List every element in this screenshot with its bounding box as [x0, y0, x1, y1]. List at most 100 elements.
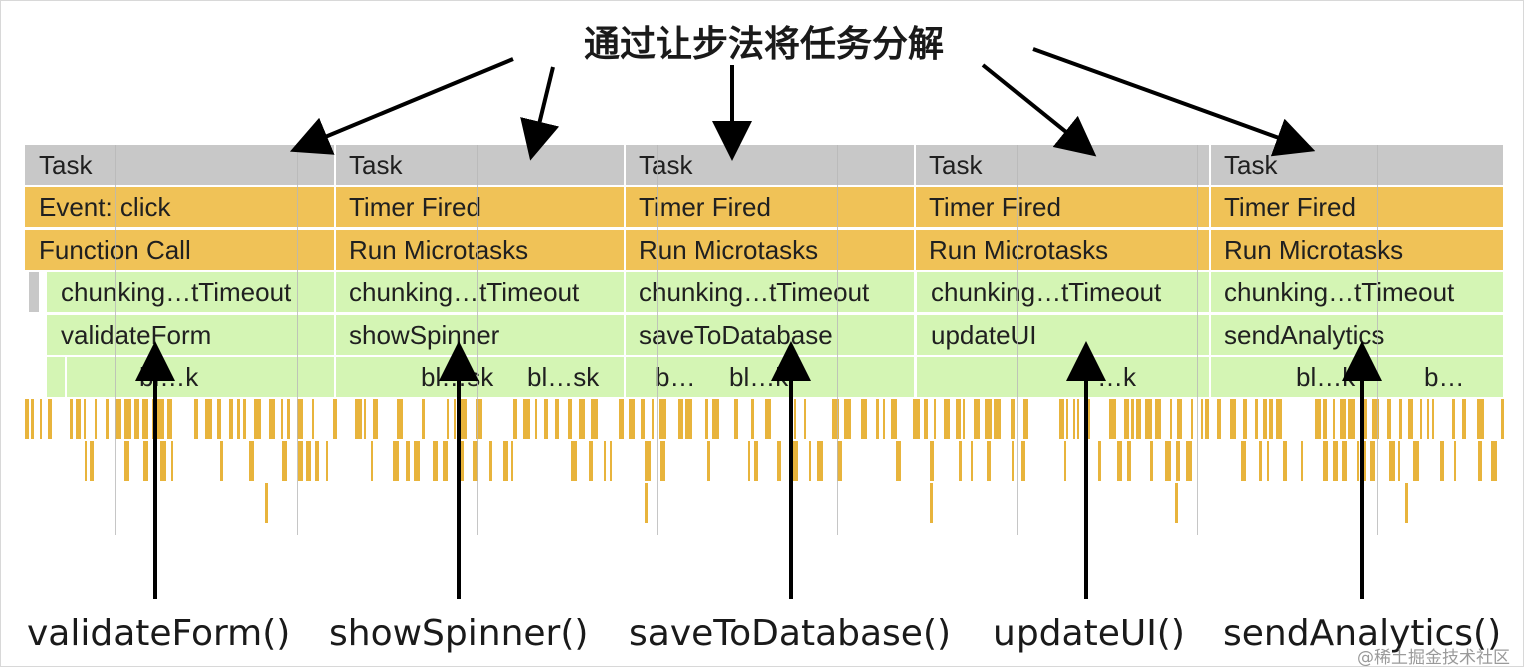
stack-stripe: [1387, 399, 1391, 439]
stack-stripe: [106, 399, 109, 439]
stack-stripe: [1136, 399, 1141, 439]
chunk-bar[interactable]: chunking…tTimeout: [47, 272, 335, 312]
func-bar[interactable]: saveToDatabase: [625, 315, 915, 355]
stack-stripe: [1372, 399, 1379, 439]
chunk-bar[interactable]: chunking…tTimeout: [625, 272, 915, 312]
block-bar-group[interactable]: bl…k: [47, 357, 335, 397]
stack-stripe: [896, 441, 901, 481]
stack-stripe: [544, 399, 548, 439]
stack-stripe: [454, 399, 456, 439]
stack-stripe: [473, 441, 478, 481]
stack-stripe: [1217, 399, 1221, 439]
task-bar[interactable]: Task: [335, 145, 625, 185]
column-separator: [914, 145, 916, 399]
event-bar[interactable]: Event: click: [25, 187, 335, 227]
stack-stripe: [1315, 399, 1321, 439]
stack-stripe: [930, 483, 933, 523]
stack-stripe: [76, 399, 81, 439]
block-bar-group[interactable]: b… bl…k: [625, 357, 915, 397]
stack-stripe: [1501, 399, 1504, 439]
stack-stripe: [751, 399, 754, 439]
stack-stripe: [1413, 441, 1419, 481]
task-bar[interactable]: Task: [915, 145, 1210, 185]
stack-stripe: [1117, 441, 1122, 481]
arrow-down: [520, 66, 560, 161]
call-bar[interactable]: Run Microtasks: [915, 230, 1210, 270]
stack-stripe: [748, 441, 750, 481]
func-row: validateForm showSpinner saveToDatabase …: [25, 315, 1503, 357]
stack-stripe: [1186, 441, 1192, 481]
stack-stripe: [142, 399, 148, 439]
stack-stripe: [1205, 399, 1209, 439]
call-bar[interactable]: Run Microtasks: [1210, 230, 1503, 270]
stack-stripe: [312, 399, 314, 439]
stack-stripe: [789, 399, 792, 439]
stack-stripe: [503, 441, 508, 481]
stack-stripe: [579, 399, 585, 439]
stack-stripe: [1077, 399, 1079, 439]
block-label: b…: [655, 362, 696, 392]
block-bar-group[interactable]: bl…sk bl…sk: [335, 357, 625, 397]
func-bar[interactable]: updateUI: [917, 315, 1210, 355]
task-bar[interactable]: Task: [625, 145, 915, 185]
block-bar-group[interactable]: bl…k b…: [1210, 357, 1503, 397]
event-bar[interactable]: Timer Fired: [915, 187, 1210, 227]
event-bar[interactable]: Timer Fired: [335, 187, 625, 227]
chunk-bar[interactable]: chunking…tTimeout: [335, 272, 625, 312]
stack-stripe: [974, 399, 980, 439]
func-bar[interactable]: showSpinner: [335, 315, 625, 355]
event-bar[interactable]: Timer Fired: [625, 187, 915, 227]
small-task-bar[interactable]: [29, 272, 39, 312]
stack-stripe: [143, 441, 148, 481]
event-bar[interactable]: Timer Fired: [1210, 187, 1503, 227]
grid-line: [297, 145, 298, 535]
stack-stripe: [48, 399, 52, 439]
task-bar[interactable]: Task: [1210, 145, 1503, 185]
stack-stripe: [447, 399, 449, 439]
bottom-label: updateUI(): [993, 613, 1185, 654]
stack-stripe: [987, 441, 991, 481]
call-bar[interactable]: Run Microtasks: [335, 230, 625, 270]
stack-stripe: [1462, 399, 1466, 439]
block-bar-group[interactable]: …k: [917, 357, 1210, 397]
stack-stripe: [1145, 399, 1152, 439]
arrow-down: [981, 63, 1097, 157]
stack-stripe: [124, 399, 131, 439]
chunk-bar[interactable]: chunking…tTimeout: [1210, 272, 1503, 312]
stack-stripe: [511, 441, 513, 481]
column-separator: [624, 145, 626, 399]
arrow-down: [1032, 47, 1316, 157]
func-bar[interactable]: sendAnalytics: [1210, 315, 1503, 355]
stack-stripe: [1150, 441, 1153, 481]
stack-stripe: [1301, 441, 1303, 481]
stack-stripe: [1109, 399, 1116, 439]
stack-stripe: [934, 399, 936, 439]
func-bar[interactable]: validateForm: [47, 315, 335, 355]
stack-stripe: [443, 441, 448, 481]
stack-stripe: [1059, 399, 1064, 439]
stack-stripe: [371, 441, 373, 481]
stack-stripe: [194, 399, 198, 439]
chunk-bar[interactable]: chunking…tTimeout: [917, 272, 1210, 312]
stack-stripe: [883, 399, 885, 439]
stack-stripe: [160, 441, 166, 481]
stack-stripe: [461, 399, 467, 439]
call-bar[interactable]: Run Microtasks: [625, 230, 915, 270]
call-bar[interactable]: Function Call: [25, 230, 335, 270]
stack-stripe: [1398, 441, 1400, 481]
stack-stripe: [1405, 483, 1408, 523]
bottom-label: showSpinner(): [329, 613, 589, 654]
task-bar[interactable]: Task: [25, 145, 335, 185]
grid-line: [115, 145, 116, 535]
stack-stripe: [282, 441, 287, 481]
stack-stripe: [1333, 441, 1338, 481]
stack-stripe: [1363, 441, 1366, 481]
stack-stripe: [1283, 441, 1287, 481]
stack-stripe: [1370, 441, 1375, 481]
stack-stripe: [604, 441, 606, 481]
stack-stripe: [333, 399, 337, 439]
stack-stripe: [844, 399, 851, 439]
grid-line: [477, 145, 478, 535]
stack-stripe: [705, 399, 708, 439]
stack-stripe: [659, 399, 666, 439]
